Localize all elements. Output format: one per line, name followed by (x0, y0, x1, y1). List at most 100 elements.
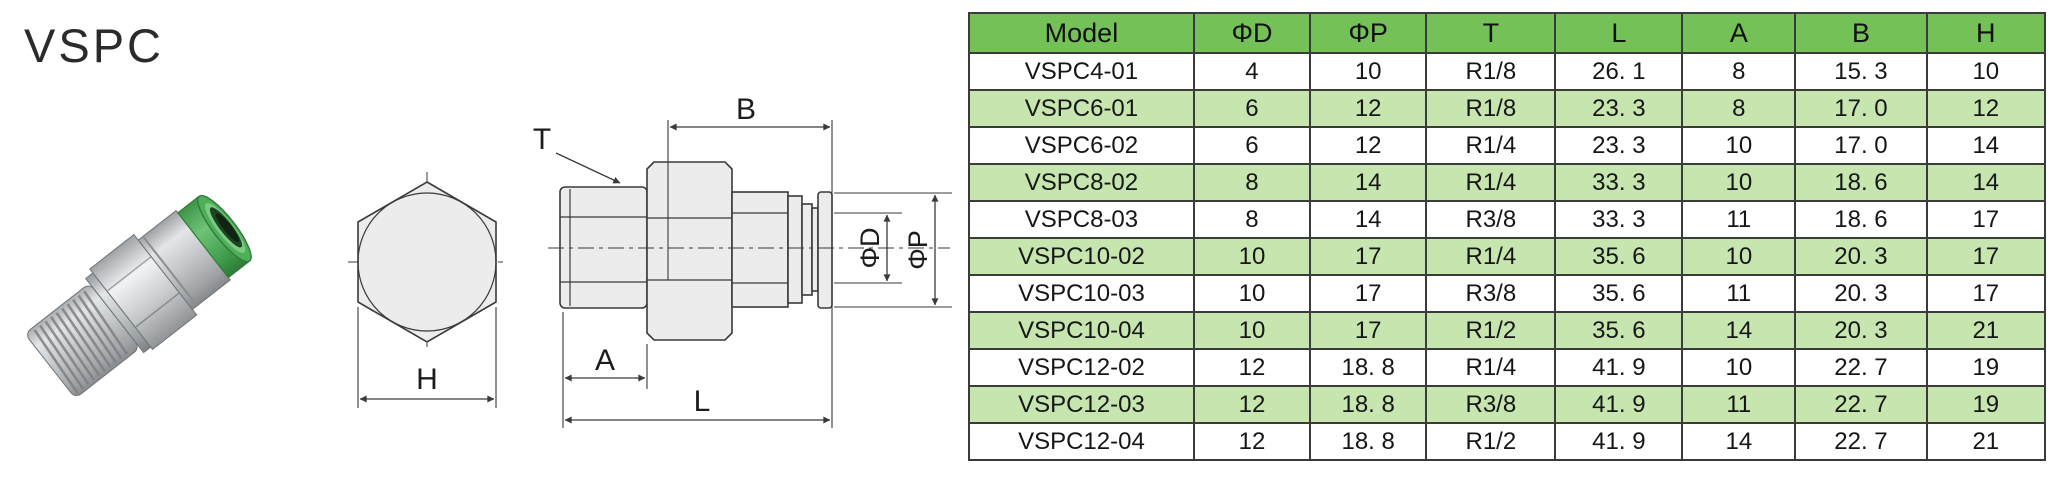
table-cell: 12 (1309, 89, 1428, 128)
thread-section (559, 186, 648, 309)
table-cell: R3/8 (1425, 200, 1557, 239)
table-cell: 22. 7 (1794, 422, 1928, 461)
table-cell: VSPC12-02 (968, 348, 1195, 387)
table-cell: 17 (1309, 237, 1428, 276)
dim-label-h: H (416, 363, 438, 396)
table-cell: 17. 0 (1794, 126, 1928, 165)
table-cell: VSPC12-04 (968, 422, 1195, 461)
table-cell: 4 (1192, 52, 1312, 91)
table-cell: VSPC8-03 (968, 200, 1195, 239)
table-cell: R1/2 (1425, 422, 1557, 461)
table-cell: 6 (1192, 89, 1312, 128)
table-cell: 41. 9 (1554, 385, 1684, 424)
dim-label-t: T (533, 123, 551, 156)
table-cell: 10 (1192, 274, 1312, 313)
table-cell: VSPC6-01 (968, 89, 1195, 128)
table-cell: 14 (1925, 126, 2047, 165)
column-header: L (1554, 12, 1684, 54)
table-cell: R1/4 (1425, 237, 1557, 276)
table-cell: 12 (1925, 89, 2047, 128)
column-header: B (1794, 12, 1928, 54)
table-cell: 10 (1681, 163, 1797, 202)
hex-outline (357, 181, 497, 343)
dim-label-l: L (694, 385, 711, 418)
column-header: ΦD (1192, 12, 1312, 54)
table-cell: 15. 3 (1794, 52, 1928, 91)
table-cell: R3/8 (1425, 385, 1557, 424)
table-cell: 10 (1192, 237, 1312, 276)
column-header: T (1425, 12, 1557, 54)
table-cell: 18. 8 (1309, 422, 1428, 461)
photo-green-collet (177, 194, 252, 279)
product-photo (27, 194, 252, 397)
table-cell: 18. 6 (1794, 163, 1928, 202)
table-cell: 18. 8 (1309, 385, 1428, 424)
table-cell: 23. 3 (1554, 126, 1684, 165)
inscribed-circle (357, 192, 497, 332)
table-cell: 19 (1925, 385, 2047, 424)
table-cell: 6 (1192, 126, 1312, 165)
table-cell: 21 (1925, 422, 2047, 461)
table-cell: 18. 8 (1309, 348, 1428, 387)
table-cell: 11 (1681, 385, 1797, 424)
table-cell: 11 (1681, 274, 1797, 313)
table-cell: VSPC10-03 (968, 274, 1195, 313)
table-cell: 8 (1192, 163, 1312, 202)
dim-label-b: B (736, 93, 756, 126)
table-cell: 14 (1309, 200, 1428, 239)
column-header: H (1925, 12, 2047, 54)
table-cell: 10 (1925, 52, 2047, 91)
table-cell: R1/8 (1425, 89, 1557, 128)
table-cell: 20. 3 (1794, 274, 1928, 313)
table-cell: 20. 3 (1794, 237, 1928, 276)
table-cell: VSPC12-03 (968, 385, 1195, 424)
table-cell: R1/2 (1425, 311, 1557, 350)
body-cylinder (731, 191, 789, 308)
photo-threaded-stud (27, 285, 138, 397)
table-cell: 17 (1925, 200, 2047, 239)
table-cell: VSPC6-02 (968, 126, 1195, 165)
table-cell: 33. 3 (1554, 200, 1684, 239)
table-cell: VSPC10-04 (968, 311, 1195, 350)
series-title: VSPC (24, 19, 164, 72)
table-cell: 17 (1309, 274, 1428, 313)
table-cell: 14 (1681, 422, 1797, 461)
hex-section (646, 161, 733, 341)
table-cell: 22. 7 (1794, 348, 1928, 387)
table-cell: 19 (1925, 348, 2047, 387)
table-cell: 17 (1309, 311, 1428, 350)
table-cell: 12 (1192, 348, 1312, 387)
table-cell: 20. 3 (1794, 311, 1928, 350)
side-view-drawing: T B ΦD ΦP A L (533, 93, 952, 428)
dim-label-a: A (595, 344, 615, 377)
table-cell: 14 (1925, 163, 2047, 202)
table-cell: 10 (1192, 311, 1312, 350)
table-cell: 26. 1 (1554, 52, 1684, 91)
table-cell: 22. 7 (1794, 385, 1928, 424)
table-cell: 17 (1925, 237, 2047, 276)
dim-label-phi-p: ΦP (903, 230, 933, 270)
table-cell: 21 (1925, 311, 2047, 350)
table-cell: VSPC10-02 (968, 237, 1195, 276)
collet-ring-3 (811, 207, 819, 292)
collet-ring-1 (787, 195, 803, 304)
front-view-drawing: H (348, 172, 503, 408)
table-cell: 14 (1309, 163, 1428, 202)
collet-ring-2 (801, 203, 813, 296)
table-cell: 8 (1681, 89, 1797, 128)
table-cell: 8 (1192, 200, 1312, 239)
table-cell: 14 (1681, 311, 1797, 350)
table-cell: 12 (1192, 422, 1312, 461)
